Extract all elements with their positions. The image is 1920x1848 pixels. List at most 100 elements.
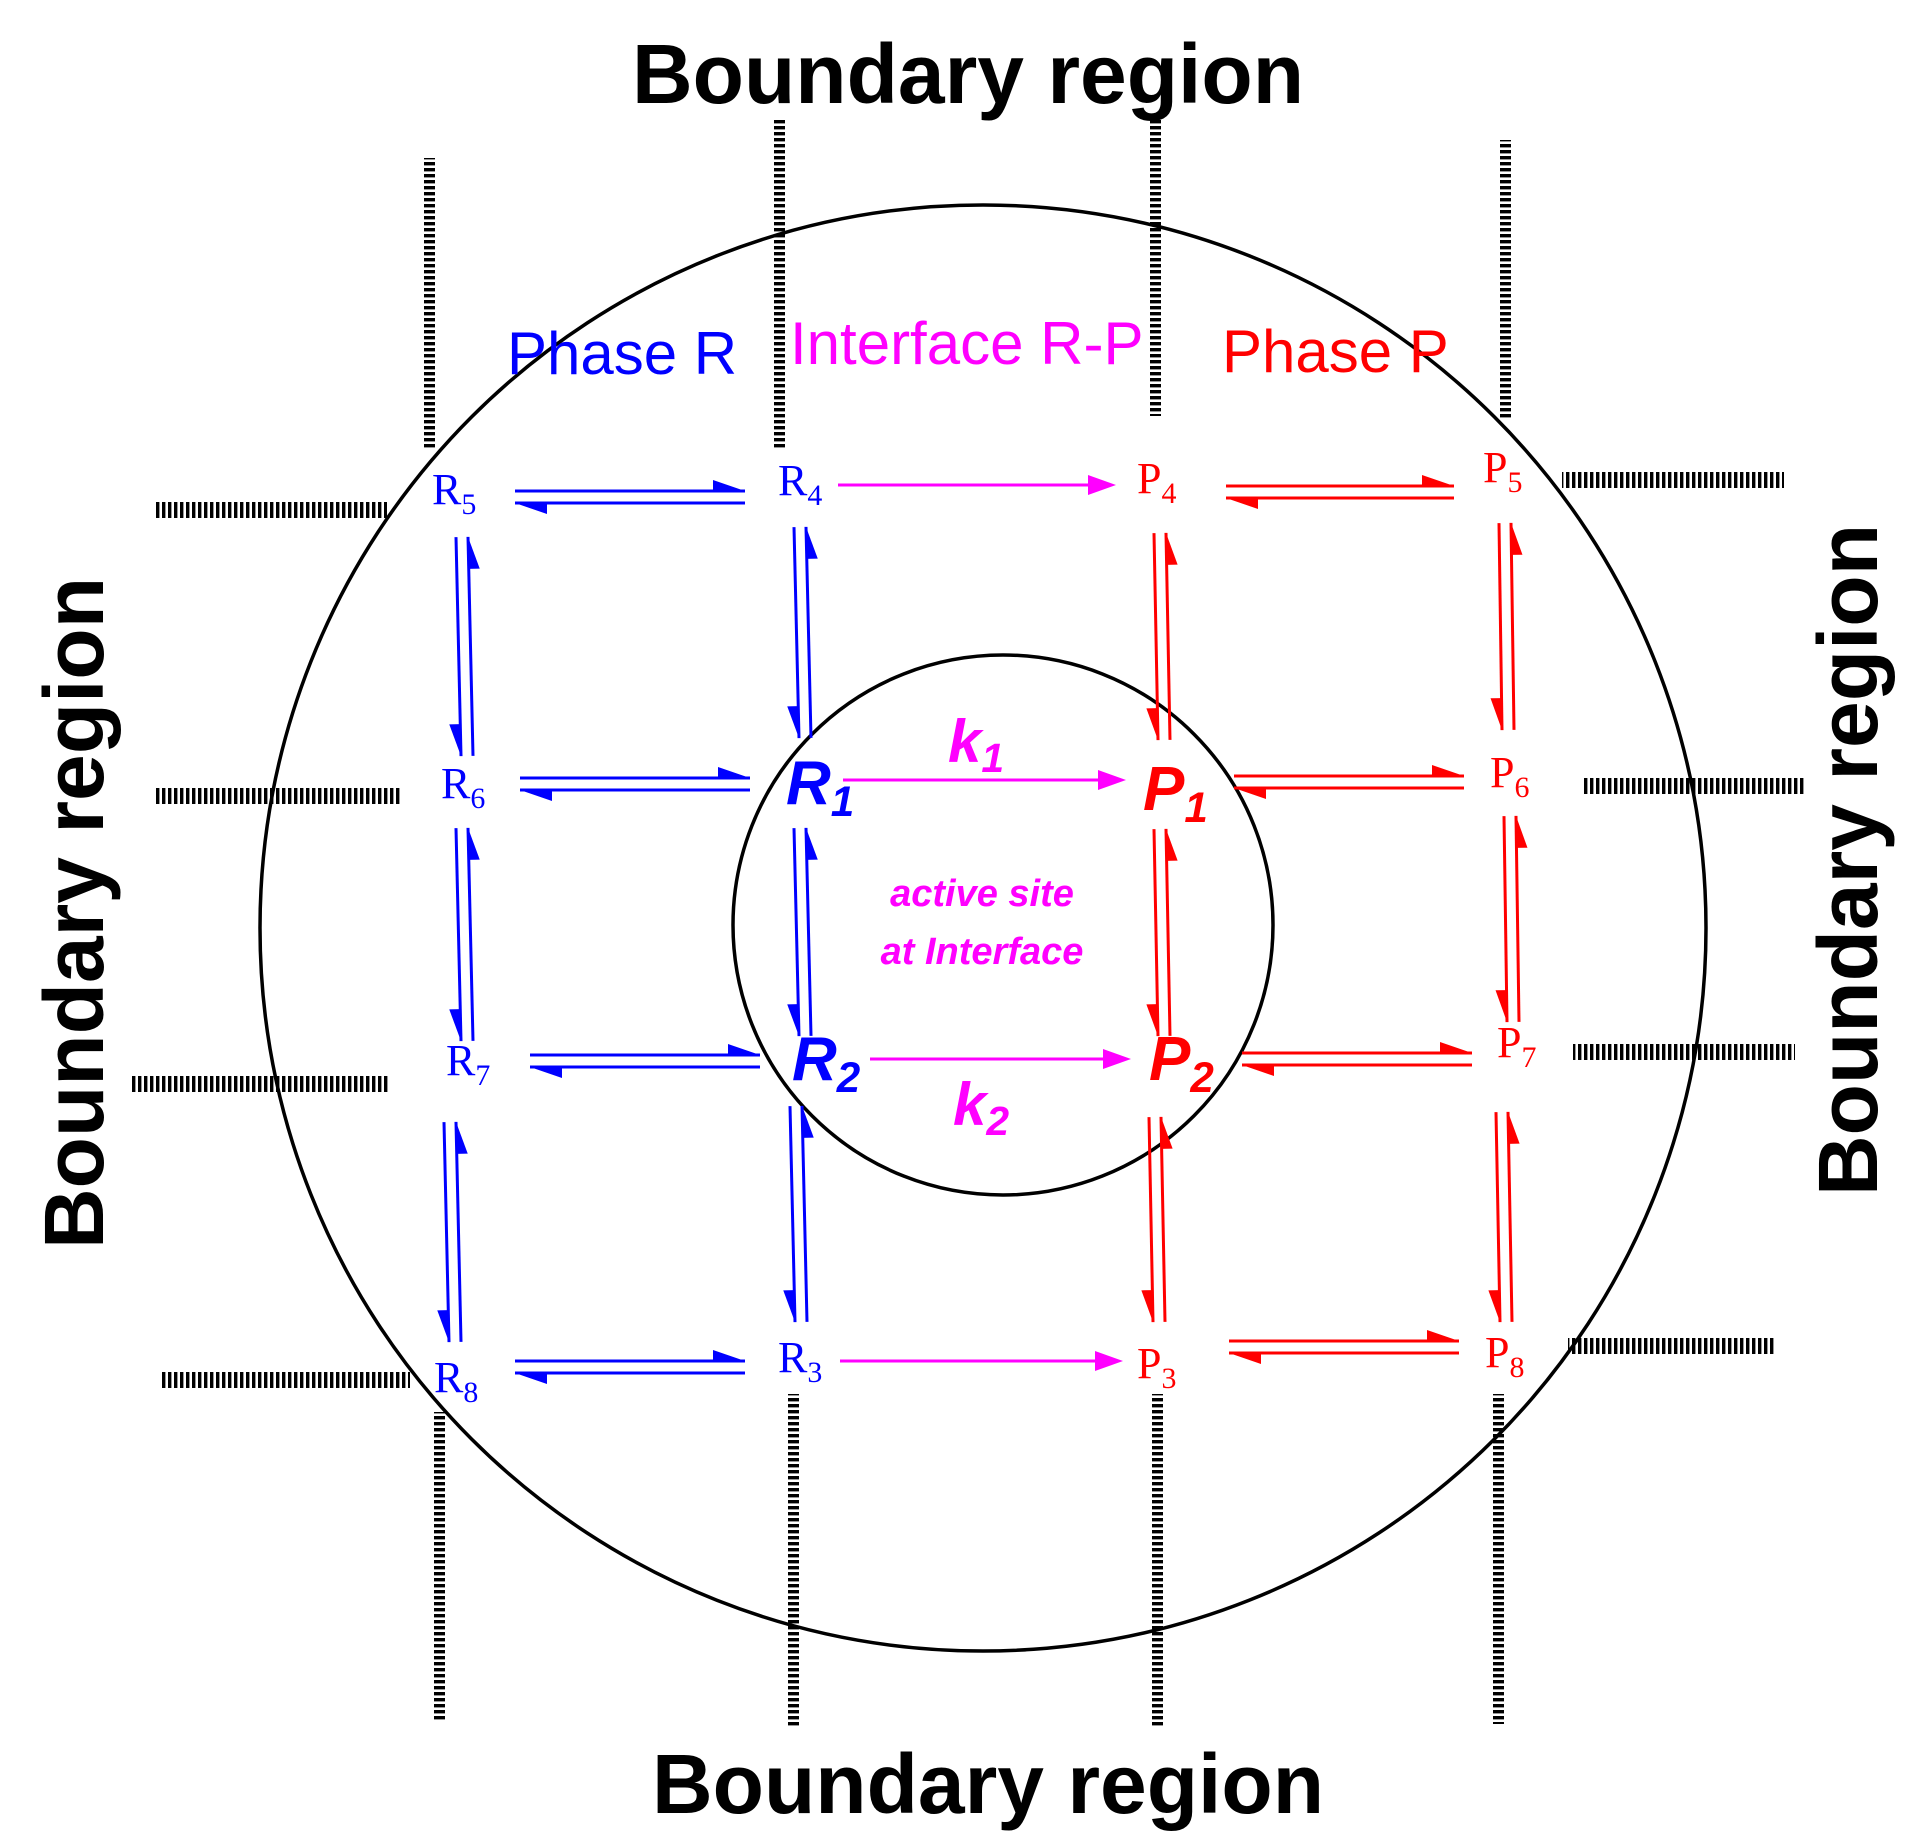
hatch-left-r7 [132, 1076, 390, 1092]
eq-r2-r3-forward-barb [783, 1290, 796, 1323]
eq-p1-p2-forward-barb [1146, 1004, 1159, 1037]
eq-r6-r7-forward [454, 828, 463, 1042]
eq-r6-r7-reverse-barb [467, 827, 480, 860]
eq-p6-p7-reverse-barb [1515, 815, 1528, 848]
eq-r2-r3-reverse [800, 1105, 809, 1322]
eq-p4-p1-forward [1152, 533, 1160, 741]
phase-r-label: Phase R [507, 320, 737, 387]
hatch-bottom-p8 [1493, 1394, 1504, 1724]
eq-p3-p8-reverse-barb [1229, 1353, 1261, 1364]
eq-r8-r3-forward-barb [713, 1350, 745, 1361]
interface-label: Interface R-P [790, 310, 1143, 377]
node-r5: R5 [432, 465, 476, 521]
node-r3: R3 [778, 1333, 822, 1389]
eq-p1-p6-reverse-barb [1234, 788, 1266, 799]
eq-p5-p6-forward-barb [1490, 698, 1503, 731]
eq-r8-r3-reverse-barb [515, 1373, 547, 1384]
eq-p3-p8-forward-barb [1427, 1330, 1459, 1341]
hatch-right-p5 [1562, 472, 1784, 488]
boundary-label-left: Boundary region [27, 577, 121, 1249]
hatch-right-p6 [1584, 778, 1806, 794]
eq-r5-r6-reverse [466, 536, 475, 756]
eq-r4-r1-forward-barb [787, 706, 800, 739]
eq-p2-p7-reverse-barb [1242, 1065, 1274, 1076]
node-p7: P7 [1497, 1018, 1536, 1074]
hatch-left-r8 [160, 1372, 410, 1388]
node-p2: P2 [1149, 1025, 1214, 1101]
eq-r2-r3-forward [788, 1106, 797, 1323]
rxn-r3-p3-head [1095, 1351, 1123, 1371]
boundary-label-right: Boundary region [1801, 524, 1895, 1196]
hatch-top-p4 [1150, 118, 1161, 416]
rxn-r4-p4-head [1088, 475, 1116, 495]
eq-p4-p5-forward-barb [1422, 475, 1454, 486]
eq-p2-p3-reverse-barb [1160, 1116, 1173, 1149]
eq-r6-r1-forward-barb [718, 767, 750, 778]
node-r4: R4 [778, 456, 822, 512]
eq-r5-r6-reverse-barb [467, 536, 480, 569]
eq-p5-p6-reverse [1509, 522, 1516, 730]
node-p3: P3 [1137, 1339, 1176, 1395]
eq-p1-p2-forward [1152, 829, 1160, 1037]
eq-r7-r2-reverse-barb [530, 1067, 562, 1078]
eq-p4-p1-reverse-barb [1165, 532, 1178, 565]
eq-p6-p7-forward-barb [1495, 990, 1508, 1023]
hatch-top-r4 [774, 118, 785, 448]
eq-p5-p6-reverse-barb [1510, 522, 1523, 555]
node-p5: P5 [1483, 443, 1522, 499]
eq-r7-r2-forward-barb [728, 1044, 760, 1055]
node-r8: R8 [434, 1353, 478, 1409]
rxn-r1-p1-head [1098, 770, 1126, 790]
eq-p1-p2-reverse [1164, 828, 1172, 1036]
node-r1: R1 [786, 749, 854, 825]
eq-p2-p3-forward-barb [1141, 1290, 1154, 1323]
hatch-bottom-r8 [434, 1412, 445, 1722]
eq-p1-p2-reverse-barb [1165, 828, 1178, 861]
inner-active-site-circle [731, 653, 1275, 1197]
phase-p-label: Phase P [1222, 318, 1449, 385]
eq-p7-p8-reverse [1506, 1111, 1514, 1322]
eq-p6-p7-reverse [1514, 815, 1521, 1022]
eq-p2-p3-reverse [1159, 1116, 1167, 1322]
node-p8: P8 [1485, 1328, 1524, 1384]
node-r7: R7 [446, 1036, 490, 1092]
hatch-bottom-r3 [788, 1394, 799, 1728]
node-r2: R2 [792, 1025, 861, 1101]
eq-r1-r2-reverse [804, 827, 813, 1036]
eq-r4-r1-reverse-barb [805, 526, 818, 559]
eq-r4-r1-forward [792, 527, 801, 739]
eq-r7-r8-reverse-barb [455, 1121, 468, 1154]
eq-p7-p8-forward [1494, 1112, 1502, 1323]
hatch-right-p7 [1573, 1044, 1795, 1060]
eq-r7-r8-reverse [454, 1121, 463, 1342]
eq-r6-r7-reverse [466, 827, 475, 1041]
eq-r2-r3-reverse-barb [801, 1105, 814, 1138]
eq-p4-p1-reverse [1164, 532, 1172, 740]
boundary-hatches [132, 118, 1806, 1728]
hatch-left-r6 [155, 788, 400, 804]
boundary-label-top: Boundary region [632, 27, 1304, 121]
outer-circle [258, 203, 1708, 1653]
eq-r5-r4-forward-barb [713, 480, 745, 491]
rate-constant-k2: k2 [953, 1071, 1009, 1144]
active-site-label-line2: at Interface [881, 931, 1084, 973]
node-p4: P4 [1137, 454, 1176, 510]
eq-r6-r7-forward-barb [449, 1009, 462, 1042]
rxn-r2-p2-head [1103, 1049, 1131, 1069]
eq-r7-r8-forward [442, 1122, 451, 1343]
eq-r5-r6-forward [454, 537, 463, 757]
hatch-top-r5 [424, 158, 435, 448]
hatch-top-p5 [1500, 140, 1511, 418]
eq-p7-p8-reverse-barb [1507, 1111, 1520, 1144]
eq-p4-p5-reverse-barb [1226, 498, 1258, 509]
eq-p2-p3-forward [1147, 1117, 1155, 1323]
eq-p7-p8-forward-barb [1488, 1290, 1501, 1323]
rate-constant-k1: k1 [948, 708, 1004, 781]
node-p1: P1 [1143, 755, 1208, 831]
eq-p1-p6-forward-barb [1432, 765, 1464, 776]
node-p6: P6 [1490, 748, 1529, 804]
eq-r5-r6-forward-barb [449, 724, 462, 757]
eq-r1-r2-reverse-barb [805, 827, 818, 860]
hatch-bottom-p3 [1152, 1394, 1163, 1728]
